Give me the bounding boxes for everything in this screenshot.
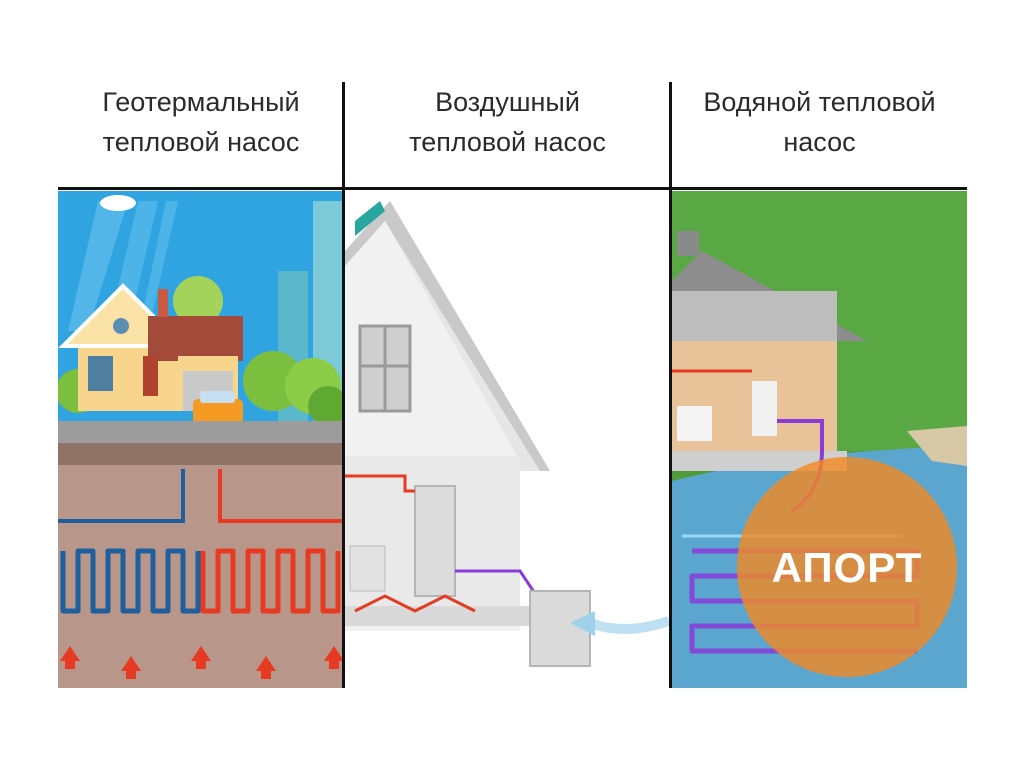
- column-title-water: Водяной тепловой насос: [672, 82, 967, 162]
- column-title-air: Воздушный тепловой насос: [345, 82, 670, 162]
- watermark-text: АПОРТ: [772, 544, 923, 591]
- column-title-line1: Геотермальный: [102, 87, 300, 117]
- geothermal-panel: [58, 191, 342, 688]
- column-title-line2: тепловой насос: [102, 127, 300, 157]
- watermark-badge: АПОРТ: [737, 457, 957, 677]
- column-title-line1: Воздушный: [435, 87, 580, 117]
- air-source-house-illustration: [345, 191, 669, 688]
- column-divider-1: [342, 82, 345, 688]
- header-divider: [58, 187, 967, 190]
- air-panel: [345, 191, 669, 688]
- column-title-line2: насос: [783, 127, 856, 157]
- column-title-line2: тепловой насос: [409, 127, 606, 157]
- column-title-line1: Водяной тепловой: [703, 87, 936, 117]
- column-title-geothermal: Геотермальный тепловой насос: [58, 82, 344, 162]
- geothermal-house-illustration: [58, 191, 342, 688]
- column-divider-2: [669, 82, 672, 688]
